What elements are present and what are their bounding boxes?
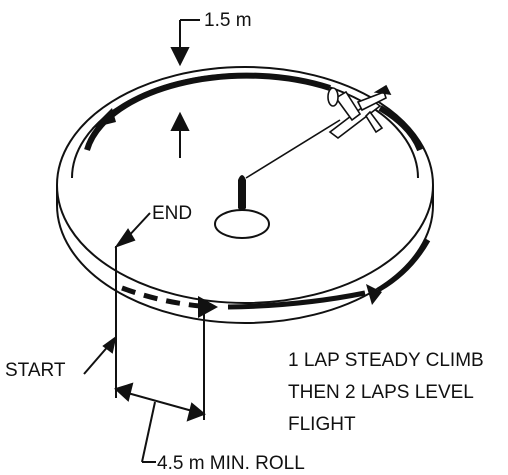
height-label: 1.5 m <box>204 10 252 31</box>
instruction-line-2: THEN 2 LAPS LEVEL <box>288 382 474 403</box>
inner-rim <box>71 73 419 179</box>
instruction-line-3: FLIGHT <box>288 414 356 435</box>
upper-path-band <box>84 72 331 151</box>
direction-arrow-lower-icon <box>198 296 218 318</box>
height-arrow-down-icon <box>170 47 190 67</box>
height-arrow-up-icon <box>170 111 190 131</box>
lower-path-dashed <box>121 285 201 309</box>
instruction-line-1: 1 LAP STEADY CLIMB <box>288 350 484 371</box>
pivot-post <box>238 175 246 211</box>
roll-arrow-right-icon <box>186 402 206 422</box>
upper-path-band-right <box>378 105 423 152</box>
center-pivot <box>214 175 270 239</box>
upper-flight-path <box>84 72 423 152</box>
height-dimension <box>170 19 200 158</box>
direction-arrow-upper-icon <box>92 108 116 128</box>
direction-arrow-right-icon <box>366 284 382 305</box>
roll-dimension <box>114 382 206 463</box>
start-label: START <box>5 360 66 381</box>
start-arrow-icon <box>102 335 117 354</box>
lower-flight-path <box>121 238 431 318</box>
lower-path-right <box>376 238 431 293</box>
end-label: END <box>152 203 192 224</box>
end-marker <box>114 212 151 248</box>
start-marker <box>83 335 117 375</box>
roll-arrow-left-icon <box>114 382 134 402</box>
lower-path-solid <box>227 290 366 310</box>
end-arrow-icon <box>114 228 136 248</box>
roll-label: 4.5 m MIN. ROLL <box>157 453 305 474</box>
control-line <box>245 119 341 179</box>
instructions-block: 1 LAP STEADY CLIMB THEN 2 LAPS LEVEL FLI… <box>288 350 484 435</box>
airplane-icon <box>327 84 392 140</box>
pivot-ring <box>214 209 270 239</box>
